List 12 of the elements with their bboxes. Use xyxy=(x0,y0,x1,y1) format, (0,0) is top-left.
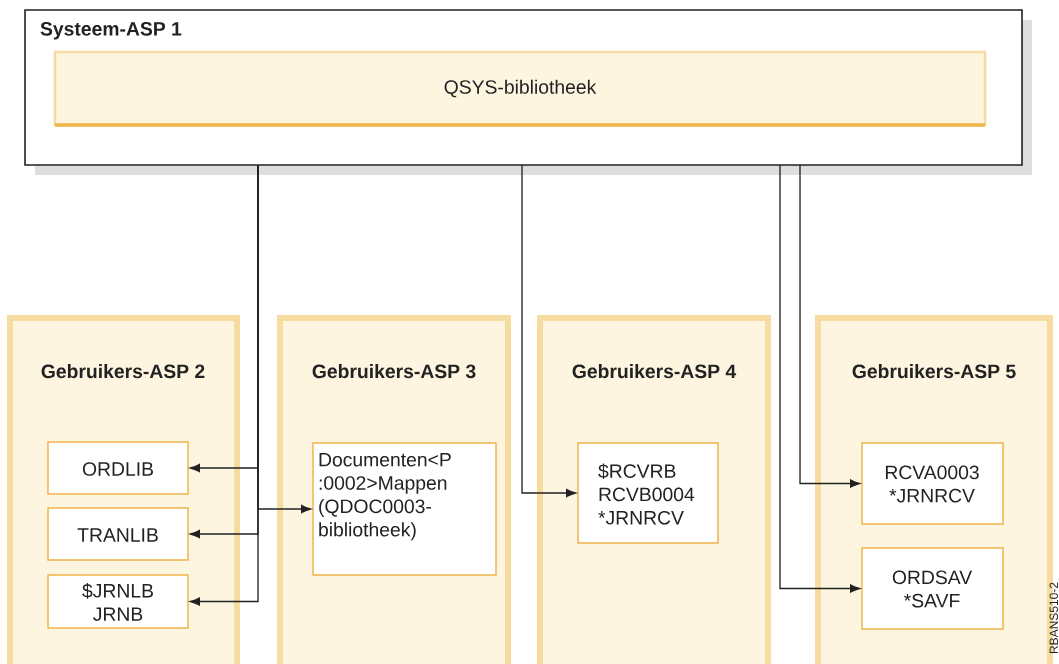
library-bar: QSYS-bibliotheek xyxy=(53,50,987,127)
arrow xyxy=(799,164,861,488)
library-box: ORDLIB xyxy=(47,441,189,495)
arrow xyxy=(190,164,259,606)
library-box: RCVA0003 *JRNRCV xyxy=(861,442,1004,525)
arrow xyxy=(521,164,576,498)
arrow xyxy=(779,164,861,593)
library-box: Documenten<P :0002>Mappen (QDOC0003-bibliotheek) xyxy=(312,442,497,576)
library-box: $JRNLB JRNB xyxy=(47,574,189,629)
library-box: $RCVRB RCVB0004 *JRNRCV xyxy=(577,442,719,544)
library-box: ORDSAV *SAVF xyxy=(861,547,1004,630)
library-box: TRANLIB xyxy=(47,507,189,561)
